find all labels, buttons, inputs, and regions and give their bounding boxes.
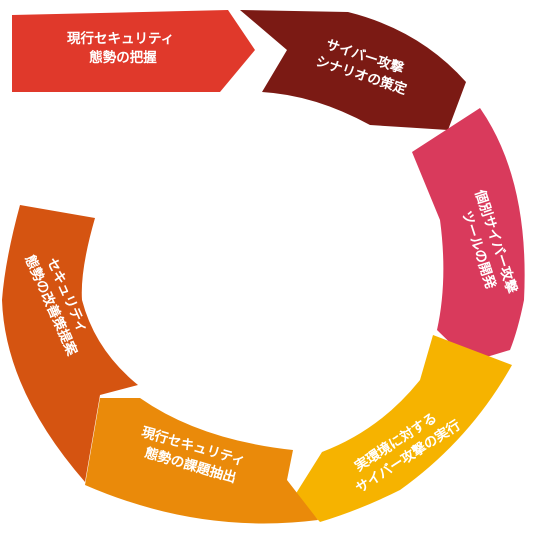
step-attack-tool-development: 個別サイバー攻撃 ツールの開発 (412, 108, 525, 362)
step-3-arrow (412, 108, 525, 362)
step-security-improvement-proposal: セキュリティ 態勢の改善策提案 (2, 205, 138, 482)
step-1-line-1: 現行セキュリティ (67, 30, 174, 47)
step-attack-execution: 実環境に対する サイバー攻撃の実行 (295, 335, 512, 522)
svg-text:現行セキュリティ 態勢の把握: 現行セキュリティ 態勢の把握 (67, 30, 179, 66)
step-6-arrow (2, 205, 138, 482)
step-current-security-assessment: 現行セキュリティ 態勢の把握 (12, 10, 255, 92)
step-attack-scenario-design: サイバー攻撃 シナリオの策定 (240, 10, 466, 130)
step-1-arrow (12, 10, 255, 92)
step-5-arrow (85, 398, 318, 524)
step-1-line-2: 態勢の把握 (89, 49, 157, 66)
step-4-arrow (295, 335, 512, 522)
step-2-arrow (240, 10, 466, 130)
step-security-issue-extraction: 現行セキュリティ 態勢の課題抽出 (85, 398, 318, 524)
